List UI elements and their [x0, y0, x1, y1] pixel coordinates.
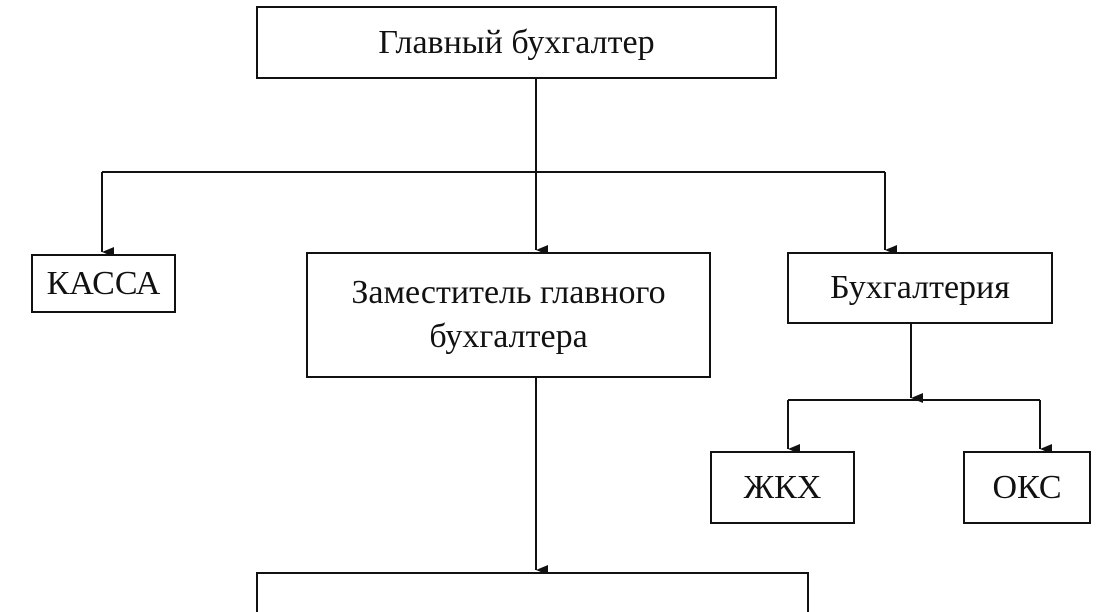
node-cash-desk-label: КАССА — [46, 264, 161, 302]
node-deputy-chief-accountant: Заместитель главного бухгалтера — [306, 252, 711, 378]
node-oks-label: ОКС — [992, 468, 1062, 506]
node-zhkh: ЖКХ — [710, 451, 855, 524]
node-chief-accountant-label: Главный бухгалтер — [378, 23, 655, 61]
node-deputy-label-line2: бухгалтера — [429, 318, 588, 355]
node-accounting-label: Бухгалтерия — [830, 269, 1010, 306]
node-cash-desk: КАССА — [31, 254, 176, 313]
node-bottom-cut-off — [256, 572, 809, 612]
node-deputy-label-line1: Заместитель главного — [351, 274, 666, 311]
org-chart-connectors — [101, 79, 1052, 575]
node-accounting-department: Бухгалтерия — [787, 252, 1053, 324]
node-zhkh-label: ЖКХ — [743, 468, 822, 506]
node-oks: ОКС — [963, 451, 1091, 524]
node-chief-accountant: Главный бухгалтер — [256, 6, 777, 79]
